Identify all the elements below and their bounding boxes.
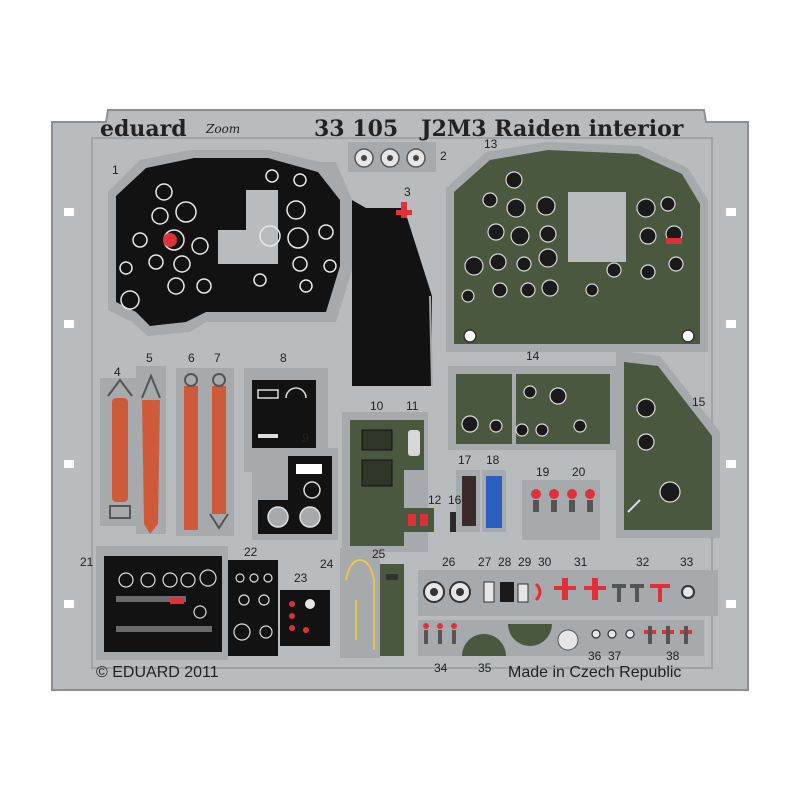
part-21-instrument-panel <box>96 546 228 660</box>
fret-inner-frame <box>91 137 713 669</box>
part-24-wire-frame <box>340 548 380 658</box>
part-number-label: 32 <box>636 555 650 569</box>
part-9-radio-unit <box>252 448 338 540</box>
part-number-label: 7 <box>214 351 221 365</box>
part-15-side-console <box>616 350 720 538</box>
part-number-label: 28 <box>498 555 512 569</box>
part-number-label: 22 <box>244 545 258 559</box>
part-6-belt <box>176 368 206 536</box>
part-11-fuse <box>404 420 424 470</box>
part-16-lever <box>450 512 460 532</box>
part-number-label: 3 <box>404 185 411 199</box>
part-number-label: 29 <box>518 555 532 569</box>
part-19-20-red-knobs <box>522 480 600 540</box>
part-number-label: 14 <box>526 349 540 363</box>
part-25-green-strip <box>380 564 404 656</box>
part-number-label: 8 <box>280 351 287 365</box>
part-number-label: 24 <box>320 557 334 571</box>
part-14-control-boxes <box>448 366 616 450</box>
part-number-label: 2 <box>440 149 447 163</box>
red-warning-gauge <box>163 233 177 247</box>
part-number-label: 20 <box>572 465 586 479</box>
part-number-label: 31 <box>574 555 588 569</box>
part-23-panel <box>280 590 330 646</box>
zoom-logo: Zoom <box>206 122 241 136</box>
part-number-label: 9 <box>302 431 309 445</box>
part-13-green-panel <box>446 142 708 352</box>
part-number-label: 33 <box>680 555 694 569</box>
attachment-holes <box>64 208 736 608</box>
part-number-label: 1 <box>112 163 119 177</box>
part-4-belt <box>100 378 140 526</box>
part-number-label: 35 <box>478 661 492 675</box>
part-number-label: 25 <box>372 547 386 561</box>
part-number-label: 30 <box>538 555 552 569</box>
part-number-label: 4 <box>114 365 121 379</box>
gauge-dials <box>119 169 337 310</box>
part-number-label: 10 <box>370 399 384 413</box>
part-number-label: 18 <box>486 453 500 467</box>
part-number-label: 15 <box>692 395 706 409</box>
origin-text: Made in Czech Republic <box>508 664 682 681</box>
set-title: 33 105 J2M3 Raiden interior <box>314 116 684 142</box>
part-number-label: 36 <box>588 649 602 663</box>
part-3-red-lever <box>396 202 412 218</box>
part-number-label: 11 <box>406 399 419 413</box>
part-number-label: 16 <box>448 493 462 507</box>
copyright-text: © EDUARD 2011 <box>96 664 219 681</box>
part-number-label: 5 <box>146 351 153 365</box>
part-1-instrument-panel <box>108 150 352 336</box>
part-17-bracket <box>456 470 480 532</box>
brand-name: eduard <box>100 116 187 142</box>
part-number-label: 6 <box>188 351 195 365</box>
part-number-label: 17 <box>458 453 472 467</box>
part-number-label: 23 <box>294 571 308 585</box>
part-2-knobs <box>348 142 436 172</box>
green-panel-dials <box>461 171 684 303</box>
part-number-label: 12 <box>428 493 442 507</box>
part-22-panel <box>228 560 278 656</box>
part-number-label: 27 <box>478 555 492 569</box>
part-number-label: 26 <box>442 555 456 569</box>
part-number-label: 37 <box>608 649 622 663</box>
part-5-belt <box>136 366 166 534</box>
part-number-label: 21 <box>80 555 94 569</box>
part-number-label: 38 <box>666 649 680 663</box>
parts-26-33-strip <box>418 570 718 616</box>
part-number-label: 13 <box>484 137 498 151</box>
part-12-switches <box>404 508 434 532</box>
part-number-label: 34 <box>434 661 448 675</box>
part-18-blue-box <box>482 470 506 532</box>
part-7-belt <box>204 368 234 536</box>
part-1-side-console <box>352 200 432 386</box>
parts-34-38-strip <box>418 620 704 656</box>
part-number-label: 19 <box>536 465 550 479</box>
